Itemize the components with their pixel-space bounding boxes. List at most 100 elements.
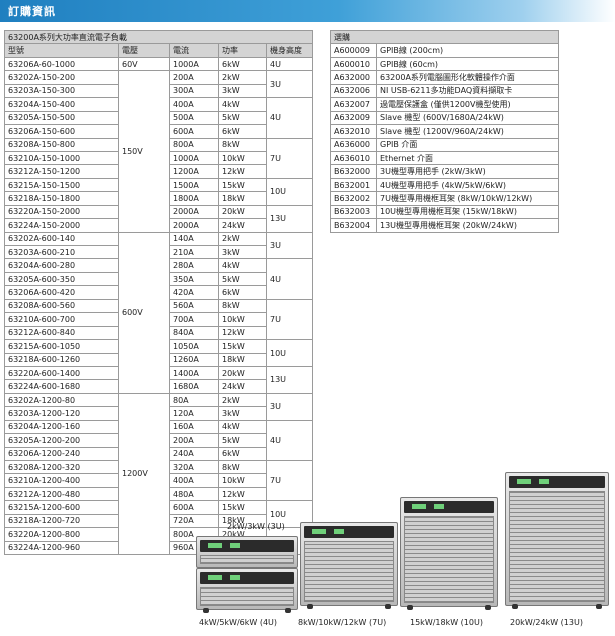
power-cell: 10kW xyxy=(218,312,267,327)
option-code-cell: A600009 xyxy=(330,43,377,58)
caption-13u: 20kW/24kW (13U) xyxy=(510,618,583,627)
option-code-cell: B632004 xyxy=(330,218,377,233)
spec-table: 63200A系列大功率直流電子負載 型號 電壓 電流 功率 機身高度 63206… xyxy=(4,29,313,556)
current-cell: 80A xyxy=(169,392,219,408)
current-cell: 300A xyxy=(169,83,219,99)
option-desc-cell: 13U機型專用機框耳架 (20kW/24kW) xyxy=(376,218,559,233)
option-code-cell: A636010 xyxy=(330,150,377,166)
model-cell: 63218A-150-1800 xyxy=(4,191,119,206)
height-cell: 10U xyxy=(266,177,313,206)
power-cell: 2kW xyxy=(218,70,267,85)
model-cell: 63212A-1200-480 xyxy=(4,486,119,502)
option-desc-cell: Ethernet 介面 xyxy=(376,150,559,166)
height-cell: 4U xyxy=(266,258,313,300)
model-cell: 63220A-150-2000 xyxy=(4,204,119,220)
current-cell: 1000A xyxy=(169,150,219,166)
current-cell: 1000A xyxy=(169,56,219,72)
column-header-current: 電流 xyxy=(169,43,219,58)
section-header-bar: 訂購資訊 xyxy=(0,0,615,22)
power-cell: 12kW xyxy=(218,325,267,341)
height-cell: 4U xyxy=(266,419,313,462)
current-cell: 160A xyxy=(169,419,219,435)
power-cell: 8kW xyxy=(218,137,267,152)
model-cell: 63224A-600-1680 xyxy=(4,379,119,394)
power-cell: 2kW xyxy=(218,231,267,247)
model-cell: 63208A-150-800 xyxy=(4,137,119,152)
column-header-voltage: 電壓 xyxy=(118,43,170,58)
option-code-cell: A632000 xyxy=(330,70,377,85)
power-cell: 10kW xyxy=(218,150,267,166)
current-cell: 1680A xyxy=(169,379,219,394)
current-cell: 1200A xyxy=(169,164,219,179)
product-4u-unit xyxy=(196,568,298,613)
current-cell: 1400A xyxy=(169,365,219,381)
model-cell: 63215A-1200-600 xyxy=(4,500,119,515)
height-cell: 3U xyxy=(266,392,313,421)
current-cell: 120A xyxy=(169,406,219,421)
current-cell: 2000A xyxy=(169,204,219,220)
option-code-cell: A632006 xyxy=(330,83,377,99)
power-cell: 3kW xyxy=(218,244,267,260)
model-cell: 63208A-600-560 xyxy=(4,298,119,314)
model-cell: 63208A-1200-320 xyxy=(4,459,119,475)
height-cell: 7U xyxy=(266,459,313,502)
height-cell: 3U xyxy=(266,231,313,260)
option-desc-cell: GPIB線 (200cm) xyxy=(376,43,559,58)
model-cell: 63204A-600-280 xyxy=(4,258,119,273)
model-cell: 63203A-600-210 xyxy=(4,244,119,260)
voltage-cell: 150V xyxy=(118,70,170,233)
current-cell: 420A xyxy=(169,285,219,300)
product-13u-unit xyxy=(505,472,609,609)
model-cell: 63215A-600-1050 xyxy=(4,339,119,354)
current-cell: 500A xyxy=(169,110,219,126)
model-cell: 63205A-150-500 xyxy=(4,110,119,126)
caption-10u: 15kW/18kW (10U) xyxy=(410,618,483,627)
model-cell: 63212A-150-1200 xyxy=(4,164,119,179)
option-desc-cell: 過電壓保護盒 (僅供1200V機型使用) xyxy=(376,97,559,112)
option-desc-cell: 4U機型專用把手 (4kW/5kW/6kW) xyxy=(376,177,559,193)
power-cell: 18kW xyxy=(218,352,267,367)
power-cell: 5kW xyxy=(218,433,267,448)
height-cell: 10U xyxy=(266,339,313,367)
power-cell: 4kW xyxy=(218,419,267,435)
power-cell: 8kW xyxy=(218,298,267,314)
current-cell: 280A xyxy=(169,258,219,273)
current-cell: 840A xyxy=(169,325,219,341)
current-cell: 210A xyxy=(169,244,219,260)
caption-4u: 4kW/5kW/6kW (4U) xyxy=(199,618,278,627)
height-cell: 7U xyxy=(266,298,313,341)
voltage-cell: 60V xyxy=(118,56,170,72)
model-cell: 63206A-600-420 xyxy=(4,285,119,300)
power-cell: 3kW xyxy=(218,406,267,421)
caption-3u: 2kW/3kW (3U) xyxy=(227,522,285,531)
model-cell: 63205A-1200-200 xyxy=(4,433,119,448)
model-cell: 63203A-150-300 xyxy=(4,83,119,99)
model-cell: 63202A-1200-80 xyxy=(4,392,119,408)
current-cell: 200A xyxy=(169,70,219,85)
height-cell: 13U xyxy=(266,204,313,233)
option-desc-cell: 7U機型專用機框耳架 (8kW/10kW/12kW) xyxy=(376,191,559,206)
current-cell: 350A xyxy=(169,271,219,287)
caption-7u: 8kW/10kW/12kW (7U) xyxy=(298,618,387,627)
options-table-title-row: 選購 xyxy=(330,29,559,45)
product-3u-unit xyxy=(196,536,298,568)
model-cell: 63206A-150-600 xyxy=(4,124,119,139)
options-table-title: 選購 xyxy=(330,29,559,45)
option-desc-cell: 63200A系列電腦圖形化軟體操作介面 xyxy=(376,70,559,85)
option-desc-cell: 10U機型專用機框耳架 (15kW/18kW) xyxy=(376,204,559,220)
current-cell: 800A xyxy=(169,137,219,152)
product-10u-unit xyxy=(400,497,498,610)
current-cell: 320A xyxy=(169,459,219,475)
